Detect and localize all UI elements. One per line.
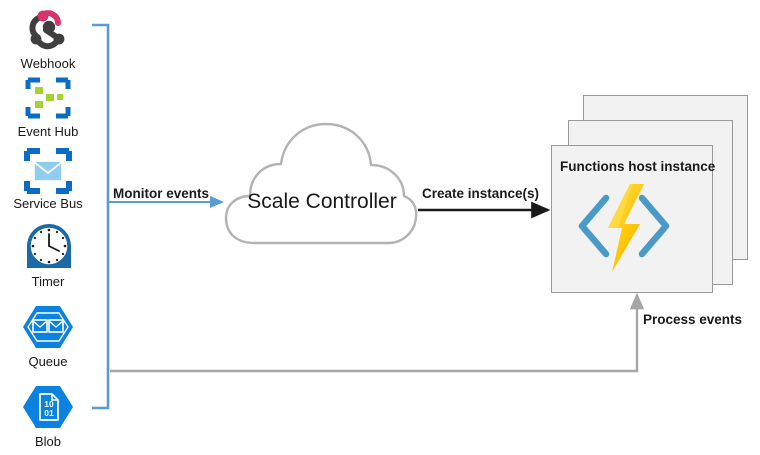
queue-icon bbox=[23, 306, 73, 348]
trigger-item-event-hub[interactable]: Event Hub bbox=[0, 76, 96, 139]
timer-icon-slot bbox=[0, 222, 96, 272]
trigger-label: Timer bbox=[31, 274, 65, 289]
trigger-item-queue[interactable]: Queue bbox=[0, 304, 96, 369]
trigger-item-timer[interactable]: Timer bbox=[0, 222, 96, 289]
timer-icon bbox=[27, 224, 71, 268]
functions-host-instance-card-front[interactable] bbox=[551, 145, 713, 293]
webhook-icon bbox=[29, 10, 65, 50]
trigger-item-webhook[interactable]: Webhook bbox=[0, 8, 96, 71]
trigger-label: Blob bbox=[34, 434, 62, 449]
monitor-events-label: Monitor events bbox=[113, 186, 210, 201]
create-instances-label: Create instance(s) bbox=[422, 186, 540, 201]
trigger-label: Service Bus bbox=[13, 196, 83, 211]
trigger-label: Event Hub bbox=[17, 124, 79, 139]
svg-text:01: 01 bbox=[44, 408, 54, 418]
blob-icon-slot bbox=[0, 384, 96, 432]
webhook-icon-slot bbox=[0, 8, 96, 54]
service-bus-icon-slot bbox=[0, 148, 96, 194]
process-events-label: Process events bbox=[643, 312, 743, 327]
queue-icon-slot bbox=[0, 304, 96, 352]
event-hub-icon-slot bbox=[0, 76, 96, 122]
scale-controller-cloud bbox=[224, 122, 418, 245]
service-bus-icon bbox=[24, 148, 72, 194]
functions-host-instance-title: Functions host instance bbox=[560, 159, 716, 174]
azure-functions-logo-front bbox=[578, 184, 670, 272]
scale-controller-label: Scale Controller bbox=[247, 190, 397, 213]
trigger-label: Queue bbox=[28, 354, 68, 369]
event-hub-icon bbox=[25, 77, 71, 119]
trigger-item-service-bus[interactable]: Service Bus bbox=[0, 148, 96, 211]
blob-icon: 10 01 bbox=[23, 386, 73, 428]
trigger-label: Webhook bbox=[20, 56, 76, 71]
trigger-bracket bbox=[92, 23, 110, 410]
svg-text:10: 10 bbox=[44, 399, 54, 409]
trigger-item-blob[interactable]: Blob bbox=[0, 384, 96, 449]
process-events-path bbox=[110, 292, 645, 373]
